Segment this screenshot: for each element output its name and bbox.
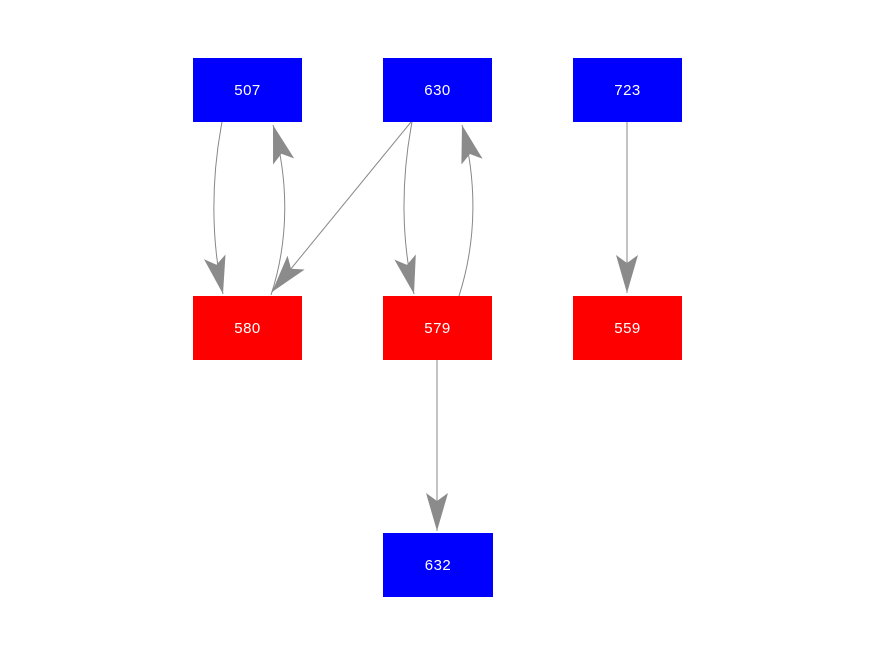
node-507: 507 [193, 58, 302, 122]
edge-630-579 [394, 121, 416, 295]
edge-580-507 [270, 124, 295, 296]
node-630: 630 [383, 58, 492, 122]
node-label: 579 [424, 319, 451, 337]
node-label: 632 [424, 556, 452, 574]
edge-507-580 [204, 121, 226, 295]
edge-579-630 [458, 124, 483, 297]
edge-630-580 [271, 121, 412, 293]
node-723: 723 [573, 58, 682, 122]
node-579: 579 [383, 296, 492, 360]
node-label: 507 [234, 81, 261, 99]
node-632: 632 [383, 533, 493, 597]
node-label: 723 [614, 81, 641, 99]
node-label: 630 [424, 81, 451, 99]
node-label: 580 [234, 319, 261, 337]
node-559: 559 [573, 296, 682, 360]
node-580: 580 [193, 296, 302, 360]
node-label: 559 [614, 319, 641, 337]
